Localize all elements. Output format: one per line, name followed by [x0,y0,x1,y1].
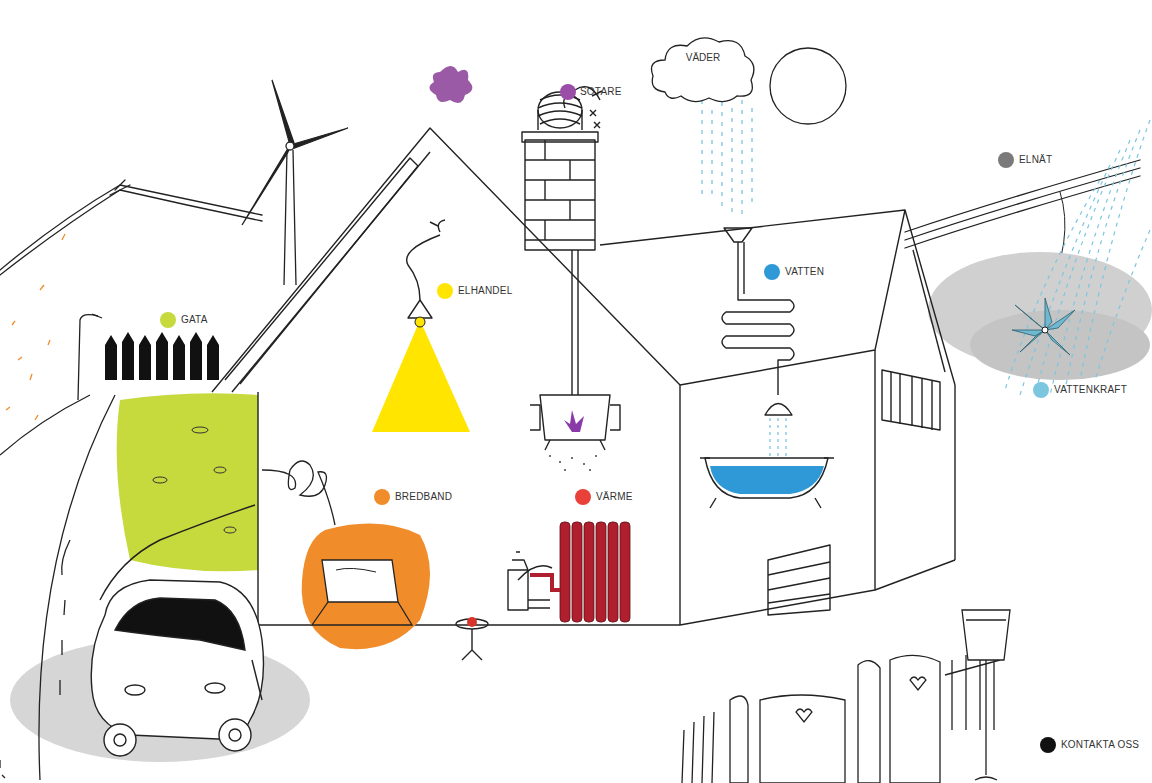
area-label: SOTARE [580,86,622,98]
cloud-outline [645,30,761,108]
area-label: KONTAKTA OSS [1061,739,1139,751]
weather-cloud: VÄDER [645,30,761,108]
area-label: ELHANDEL [458,285,512,297]
cloud-shape [652,38,754,102]
area-label: BREDBAND [395,491,452,503]
node-text: VÄDER [645,30,761,64]
area-label: VÄRME [596,491,633,503]
area-label: GATA [181,314,208,326]
area-label: VATTENKRAFT [1054,384,1127,396]
area-label: ELNÄT [1019,154,1052,166]
area-label: VATTEN [785,266,824,278]
